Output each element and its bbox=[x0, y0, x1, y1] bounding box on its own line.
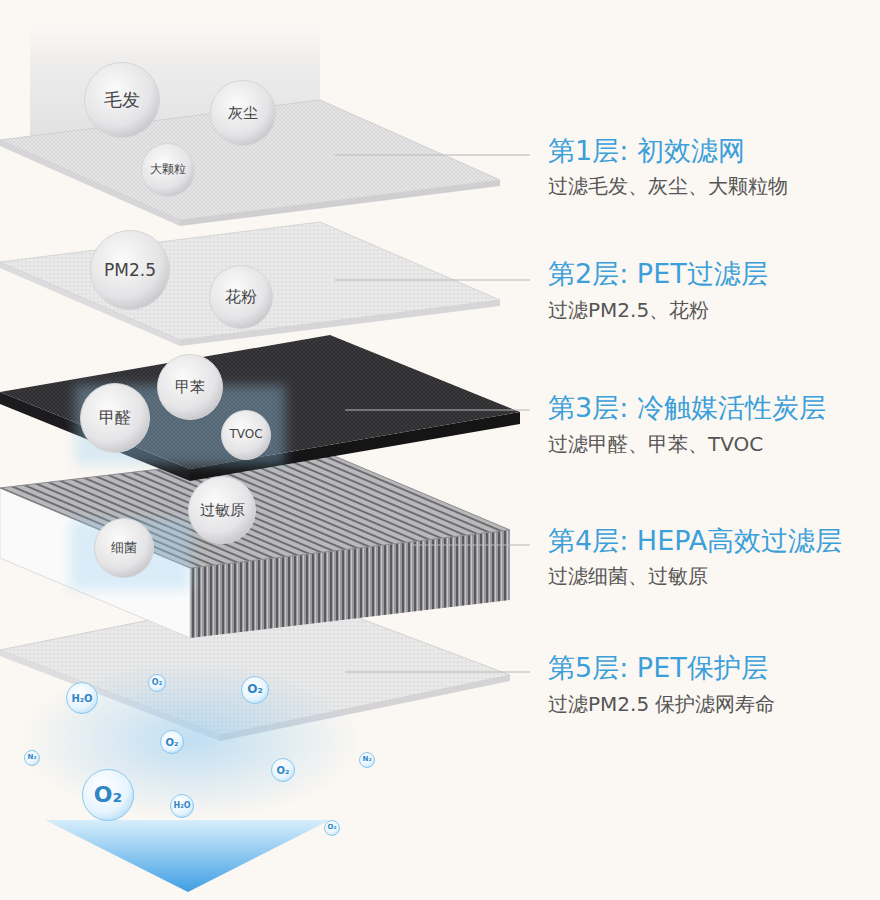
bubble-circle bbox=[210, 266, 273, 329]
bubble-text: O₂ bbox=[327, 824, 336, 832]
layer-description: 过滤毛发、灰尘、大颗粒物 bbox=[548, 174, 788, 198]
bubble-text: 花粉 bbox=[225, 288, 257, 306]
layer-title: 第3层: 冷触媒活性炭层 bbox=[548, 392, 826, 424]
bubble-text: O₂ bbox=[247, 683, 262, 696]
bubble-circle bbox=[272, 759, 295, 782]
pollutant-bubble: 灰尘 bbox=[210, 80, 276, 146]
layer-title: 第2层: PET过滤层 bbox=[548, 258, 768, 290]
bubble-text: H₂O bbox=[174, 802, 191, 811]
bubble-circle bbox=[211, 81, 276, 146]
airflow-arrow bbox=[45, 820, 330, 892]
molecule-bubble: O₂ bbox=[241, 676, 269, 704]
pollutant-bubble: TVOC bbox=[221, 410, 271, 460]
molecule-bubble: O₂ bbox=[324, 820, 340, 836]
layer-title: 第1层: 初效滤网 bbox=[548, 135, 745, 167]
bubble-circle bbox=[81, 384, 150, 453]
bubble-text: 甲苯 bbox=[175, 379, 205, 396]
bubble-circle bbox=[67, 683, 98, 714]
layer-1 bbox=[0, 100, 500, 226]
bubble-circle bbox=[325, 821, 340, 836]
layer-3 bbox=[0, 335, 520, 481]
bubble-text: 大颗粒 bbox=[150, 163, 186, 176]
layer-description: 过滤细菌、过敏原 bbox=[548, 564, 708, 588]
bubble-text: O₂ bbox=[277, 765, 290, 776]
bubble-circle bbox=[189, 477, 256, 544]
pollutant-bubble: 甲醛 bbox=[80, 383, 150, 453]
bubble-text: 细菌 bbox=[111, 541, 137, 555]
bubble-circle bbox=[171, 795, 194, 818]
molecule-bubble: H₂O bbox=[66, 682, 98, 714]
pollutant-bubble: 毛发 bbox=[84, 62, 160, 138]
bubble-text: TVOC bbox=[229, 428, 262, 441]
bubble-text: 毛发 bbox=[104, 90, 140, 110]
bubble-circle bbox=[158, 355, 223, 420]
pollutant-bubble: 大颗粒 bbox=[141, 143, 195, 197]
pollutant-bubble: 细菌 bbox=[94, 518, 154, 578]
bubble-circle bbox=[95, 519, 154, 578]
layer-title: 第5层: PET保护层 bbox=[548, 652, 768, 684]
bubble-text: N₂ bbox=[363, 756, 372, 764]
bubble-circle bbox=[142, 144, 195, 197]
molecule-bubble: H₂O bbox=[170, 794, 194, 818]
bubble-circle bbox=[360, 753, 375, 768]
pollutant-bubble: 甲苯 bbox=[157, 354, 223, 420]
bubble-circle bbox=[161, 731, 184, 754]
bubble-circle bbox=[242, 677, 269, 704]
bubble-text: PM2.5 bbox=[104, 261, 156, 280]
bubble-text: 过敏原 bbox=[200, 502, 245, 519]
leader-lines bbox=[335, 155, 530, 672]
bubble-text: 甲醛 bbox=[99, 409, 131, 427]
bubble-text: O₂ bbox=[94, 783, 122, 807]
molecule-bubble: O₂ bbox=[160, 730, 184, 754]
pollutant-bubble: 花粉 bbox=[209, 265, 273, 329]
molecule-bubble: N₂ bbox=[359, 752, 375, 768]
bubble-circle bbox=[149, 675, 166, 692]
layer-description: 过滤甲醛、甲苯、TVOC bbox=[548, 432, 763, 456]
layer-4 bbox=[0, 450, 510, 638]
bubble-circle bbox=[25, 751, 40, 766]
bubble-circle bbox=[83, 770, 134, 821]
layer-description: 过滤PM2.5、花粉 bbox=[548, 298, 709, 322]
air-glow bbox=[20, 660, 360, 820]
bubble-text: 灰尘 bbox=[228, 105, 258, 122]
bubble-text: N₂ bbox=[28, 754, 37, 762]
bubble-circle bbox=[222, 411, 271, 460]
pollutant-bubble: 过敏原 bbox=[188, 476, 256, 544]
bubble-text: O₂ bbox=[166, 737, 179, 748]
molecule-bubble: O₂ bbox=[148, 674, 166, 692]
pollutant-bubble: PM2.5 bbox=[90, 230, 170, 310]
layer-title: 第4层: HEPA高效过滤层 bbox=[548, 525, 842, 557]
molecule-bubble: N₂ bbox=[24, 750, 40, 766]
bubble-text: H₂O bbox=[71, 693, 92, 704]
bubble-circle bbox=[85, 63, 160, 138]
molecule-bubble: O₂ bbox=[271, 758, 295, 782]
layer-2 bbox=[0, 222, 500, 346]
molecule-bubble: O₂ bbox=[82, 769, 134, 821]
layer-description: 过滤PM2.5 保护滤网寿命 bbox=[548, 692, 775, 716]
bubble-circle bbox=[91, 231, 170, 310]
bubble-text: O₂ bbox=[152, 679, 162, 688]
